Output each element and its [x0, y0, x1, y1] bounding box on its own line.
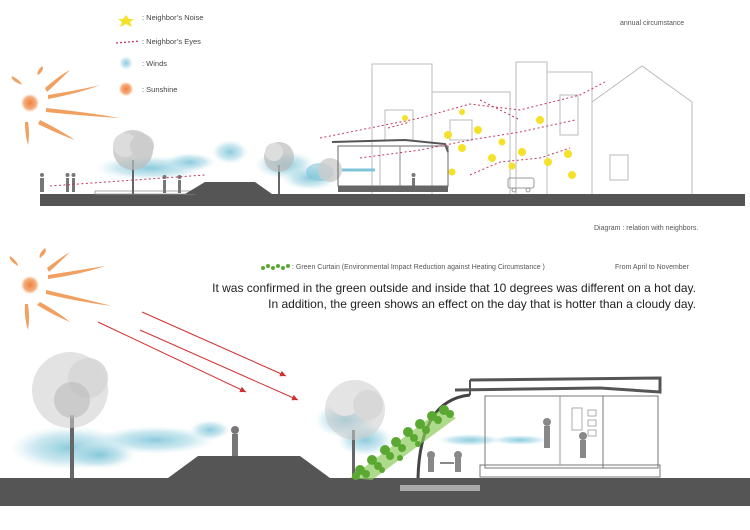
tree-top-left — [113, 130, 154, 194]
house-top-section — [331, 138, 449, 192]
legend-winds-icon — [119, 56, 133, 70]
sun-rays-bottom — [97, 311, 299, 401]
period-label: From April to November — [615, 264, 689, 271]
car-icon — [507, 177, 535, 193]
people-inside — [427, 418, 587, 472]
legend-winds-label: : Winds — [142, 59, 168, 68]
tree-bottom-right — [325, 380, 385, 478]
mound-bottom — [168, 456, 330, 478]
green-curtain-label: : Green Curtain (Environmental Impact Re… — [292, 264, 545, 271]
mound-top — [185, 182, 272, 194]
sun-top-icon — [11, 66, 120, 145]
neighbor-buildings — [371, 61, 693, 194]
legend-noise-icon — [118, 15, 134, 27]
tree-top-mid — [264, 142, 294, 194]
person-on-mound — [231, 426, 239, 456]
legend-sunshine-icon — [119, 82, 133, 96]
tree-bottom-left — [32, 352, 108, 478]
neighbor-noise-markers — [402, 109, 576, 179]
annual-circumstance-label: annual circumstance — [620, 20, 685, 27]
legend-noise-label: : Neighbor’s Noise — [142, 13, 204, 22]
tree-top-house — [318, 158, 342, 182]
people-top — [40, 173, 416, 193]
legend-eyes-label: : Neighbor’s Eyes — [142, 37, 201, 46]
note-line-2: In addition, the green shows an effect o… — [268, 297, 696, 311]
house-bottom-section — [400, 376, 662, 491]
top-diagram-caption: Diagram : relation with neighbors. — [594, 225, 699, 232]
neighbor-eyes-lines — [49, 81, 606, 187]
note-line-1: It was confirmed in the green outside an… — [212, 281, 696, 295]
ground-bottom — [0, 478, 750, 506]
legend-eyes-icon — [115, 40, 141, 44]
ground-top — [40, 194, 745, 206]
legend-sunshine-label: : Sunshine — [142, 85, 178, 94]
green-curtain-legend-icon — [261, 264, 290, 270]
green-curtain — [350, 405, 456, 480]
sun-bottom-icon — [9, 248, 112, 330]
